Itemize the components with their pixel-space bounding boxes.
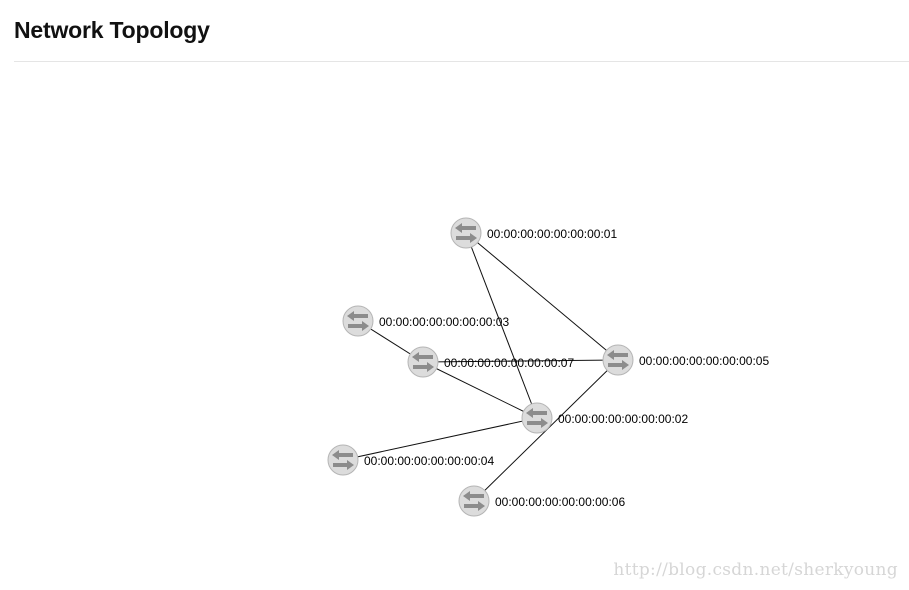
switch-icon (458, 485, 490, 517)
switch-icon (450, 217, 482, 249)
page-title: Network Topology (14, 17, 210, 43)
switch-node-07[interactable]: 00:00:00:00:00:00:00:07 (407, 346, 574, 378)
title-divider (14, 61, 909, 62)
switch-icon (327, 444, 359, 476)
switch-label-07: 00:00:00:00:00:00:00:07 (444, 356, 574, 370)
switch-label-03: 00:00:00:00:00:00:00:03 (379, 315, 509, 329)
switch-node-02[interactable]: 00:00:00:00:00:00:00:02 (521, 402, 688, 434)
watermark: http://blog.csdn.net/sherkyoung (613, 560, 898, 580)
switch-label-02: 00:00:00:00:00:00:00:02 (558, 412, 688, 426)
switch-label-04: 00:00:00:00:00:00:00:04 (364, 454, 494, 468)
switch-icon (521, 402, 553, 434)
link-07-05 (422, 359, 619, 363)
switch-icon (407, 346, 439, 378)
link-04-02 (342, 417, 538, 461)
switch-label-01: 00:00:00:00:00:00:00:01 (487, 227, 617, 241)
switch-label-06: 00:00:00:00:00:00:00:06 (495, 495, 625, 509)
switch-label-05: 00:00:00:00:00:00:00:05 (639, 354, 769, 368)
switch-node-04[interactable]: 00:00:00:00:00:00:00:04 (327, 444, 494, 476)
switch-icon (602, 344, 634, 376)
switch-node-03[interactable]: 00:00:00:00:00:00:00:03 (342, 305, 509, 337)
link-07-02 (422, 361, 538, 419)
switch-node-05[interactable]: 00:00:00:00:00:00:00:05 (602, 344, 769, 376)
link-01-02 (465, 232, 538, 419)
switch-icon (342, 305, 374, 337)
switch-node-06[interactable]: 00:00:00:00:00:00:00:06 (458, 485, 625, 517)
switch-node-01[interactable]: 00:00:00:00:00:00:00:01 (450, 217, 617, 249)
nodes-layer: 00:00:00:00:00:00:00:01 00:00:00:00:00:00… (327, 217, 769, 517)
link-01-05 (465, 232, 619, 361)
